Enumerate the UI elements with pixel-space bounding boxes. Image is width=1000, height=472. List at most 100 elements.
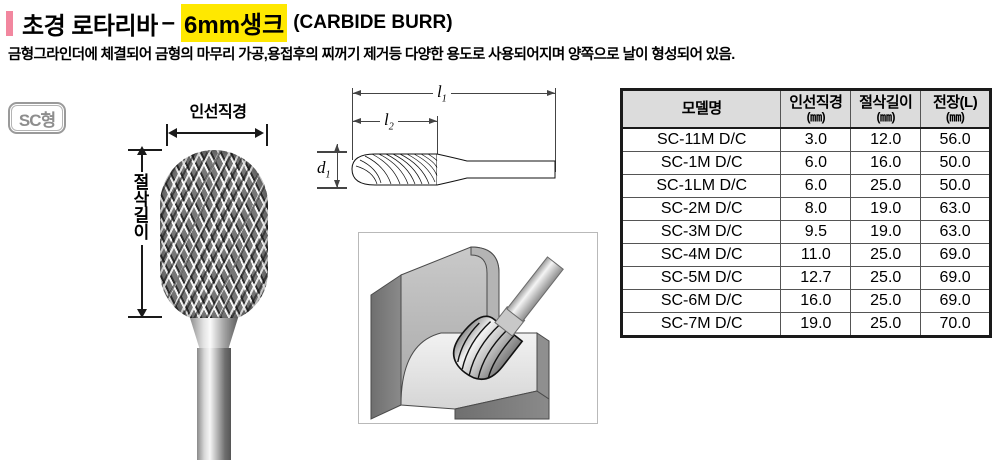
technical-drawing: l1 l2 d1 — [313, 82, 585, 218]
table-row: SC-11M D/C 3.0 12.0 56.0 — [620, 127, 991, 153]
column-header-cut-length: 절삭길이 (㎜) — [850, 89, 922, 130]
page-title-row: 초경 로타리바 – 6mm생크 (CARBIDE BURR) — [0, 4, 453, 42]
label-cutting-length: 절 삭 길 이 — [128, 172, 154, 245]
cell-diameter: 19.0 — [780, 312, 852, 338]
rotary-burr-tool — [452, 256, 564, 380]
cell-cut-length: 25.0 — [850, 243, 922, 268]
cell-cut-length: 25.0 — [850, 174, 922, 199]
table-row: SC-5M D/C 12.7 25.0 69.0 — [620, 266, 991, 291]
dimension-tick-right — [266, 124, 268, 146]
burr-product-photo — [160, 150, 268, 460]
workpiece-base-side — [536, 332, 550, 400]
dimension-line-diameter — [337, 144, 338, 188]
cell-model: SC-1M D/C — [620, 151, 782, 176]
cell-total-length: 50.0 — [920, 174, 991, 199]
burr-shank-shape — [506, 256, 564, 322]
cell-cut-length: 25.0 — [850, 266, 922, 291]
burr-neck — [190, 318, 238, 352]
specification-table: 모델명 인선직경 (㎜) 절삭길이 (㎜) 전장(L) (㎜) SC-11M D… — [620, 88, 992, 339]
dimension-tick-left — [166, 124, 168, 146]
cell-total-length: 69.0 — [920, 243, 991, 268]
d1-tick-bottom — [317, 187, 347, 189]
cell-total-length: 50.0 — [920, 151, 991, 176]
dimension-tick-top — [128, 149, 162, 151]
burr-outline-svg — [351, 153, 556, 186]
column-header-cut-length-unit: (㎜) — [876, 109, 895, 124]
column-header-diameter-unit: (㎜) — [806, 109, 826, 124]
page-title: 초경 로타리바 — [22, 12, 158, 40]
table-header-row: 모델명 인선직경 (㎜) 절삭길이 (㎜) 전장(L) (㎜) — [620, 89, 991, 130]
table-body: SC-11M D/C 3.0 12.0 56.0 SC-1M D/C 6.0 1… — [620, 127, 991, 338]
cell-cut-length: 12.0 — [850, 127, 922, 153]
cell-model: SC-7M D/C — [620, 312, 782, 338]
burr-shank — [197, 348, 231, 460]
d1-letter: d — [317, 158, 326, 177]
cell-cut-length: 19.0 — [850, 220, 922, 245]
arrow-down-d1 — [333, 180, 340, 188]
column-header-model-text: 모델명 — [681, 100, 722, 118]
cell-model: SC-4M D/C — [620, 243, 782, 268]
column-header-total-length-unit: (㎜) — [945, 109, 965, 124]
table-header: 모델명 인선직경 (㎜) 절삭길이 (㎜) 전장(L) (㎜) — [620, 89, 991, 130]
ext-line-right — [555, 88, 556, 172]
label-char: 길 — [133, 206, 150, 226]
cell-total-length: 69.0 — [920, 266, 991, 291]
table-row: SC-1M D/C 6.0 16.0 50.0 — [620, 151, 991, 176]
l2-sub: 2 — [388, 121, 394, 133]
dimension-line-total-length — [353, 93, 555, 94]
l1-sub: 1 — [441, 93, 447, 105]
cell-model: SC-2M D/C — [620, 197, 782, 222]
cell-total-length: 56.0 — [920, 127, 991, 153]
page-subtitle: 금형그라인더에 체결되어 금형의 마무리 가공,용접후의 찌꺼기 제거등 다양한… — [8, 47, 735, 63]
arrow-right-l2 — [429, 117, 437, 124]
column-header-cut-length-text: 절삭길이 — [859, 94, 913, 111]
cell-model: SC-5M D/C — [620, 266, 782, 291]
table-row: SC-7M D/C 19.0 25.0 70.0 — [620, 312, 991, 338]
application-illustration-svg — [370, 246, 564, 420]
l2-letter: l — [384, 110, 389, 129]
table-row: SC-4M D/C 11.0 25.0 69.0 — [620, 243, 991, 268]
cell-diameter: 9.5 — [780, 220, 852, 245]
cell-diameter: 6.0 — [780, 174, 852, 199]
workpiece-left-face — [370, 274, 402, 420]
cell-total-length: 63.0 — [920, 197, 991, 222]
cell-total-length: 69.0 — [920, 289, 991, 314]
title-accent-bar — [6, 10, 13, 36]
label-cut-length: l2 — [380, 110, 398, 133]
ext-line-left — [352, 88, 353, 160]
cell-diameter: 6.0 — [780, 151, 852, 176]
column-header-model: 모델명 — [620, 89, 782, 130]
cell-total-length: 70.0 — [920, 312, 991, 338]
arrow-left-l2 — [353, 117, 361, 124]
application-illustration — [358, 232, 598, 424]
cell-cut-length: 16.0 — [850, 151, 922, 176]
type-badge: SC형 — [8, 102, 66, 134]
column-header-total-length-text: 전장(L) — [932, 94, 978, 111]
dimension-tick-bottom — [128, 316, 162, 318]
title-english: (CARBIDE BURR) — [293, 12, 453, 33]
cell-cut-length: 25.0 — [850, 289, 922, 314]
label-char: 이 — [133, 222, 150, 242]
table-row: SC-6M D/C 16.0 25.0 69.0 — [620, 289, 991, 314]
burr-cutting-head — [160, 150, 268, 322]
table-row: SC-1LM D/C 6.0 25.0 50.0 — [620, 174, 991, 199]
label-edge-diameter: 인선직경 — [189, 104, 247, 121]
cell-model: SC-11M D/C — [620, 127, 782, 153]
workpiece-base-front — [454, 390, 550, 420]
cell-diameter: 16.0 — [780, 289, 852, 314]
d1-sub: 1 — [325, 169, 331, 181]
cell-total-length: 63.0 — [920, 220, 991, 245]
cell-model: SC-3M D/C — [620, 220, 782, 245]
dimension-arrow-diameter — [168, 128, 264, 138]
cell-diameter: 8.0 — [780, 197, 852, 222]
label-total-length: l1 — [433, 82, 451, 105]
d1-tick-top — [317, 151, 347, 153]
cell-diameter: 11.0 — [780, 243, 852, 268]
column-header-diameter-text: 인선직경 — [789, 94, 843, 111]
arrow-left-l1 — [353, 89, 361, 96]
title-highlight: 6mm생크 — [181, 4, 288, 42]
label-diameter: d1 — [313, 158, 335, 181]
ext-line-mid — [437, 116, 438, 160]
label-char: 삭 — [133, 189, 150, 209]
label-char: 절 — [133, 173, 150, 192]
